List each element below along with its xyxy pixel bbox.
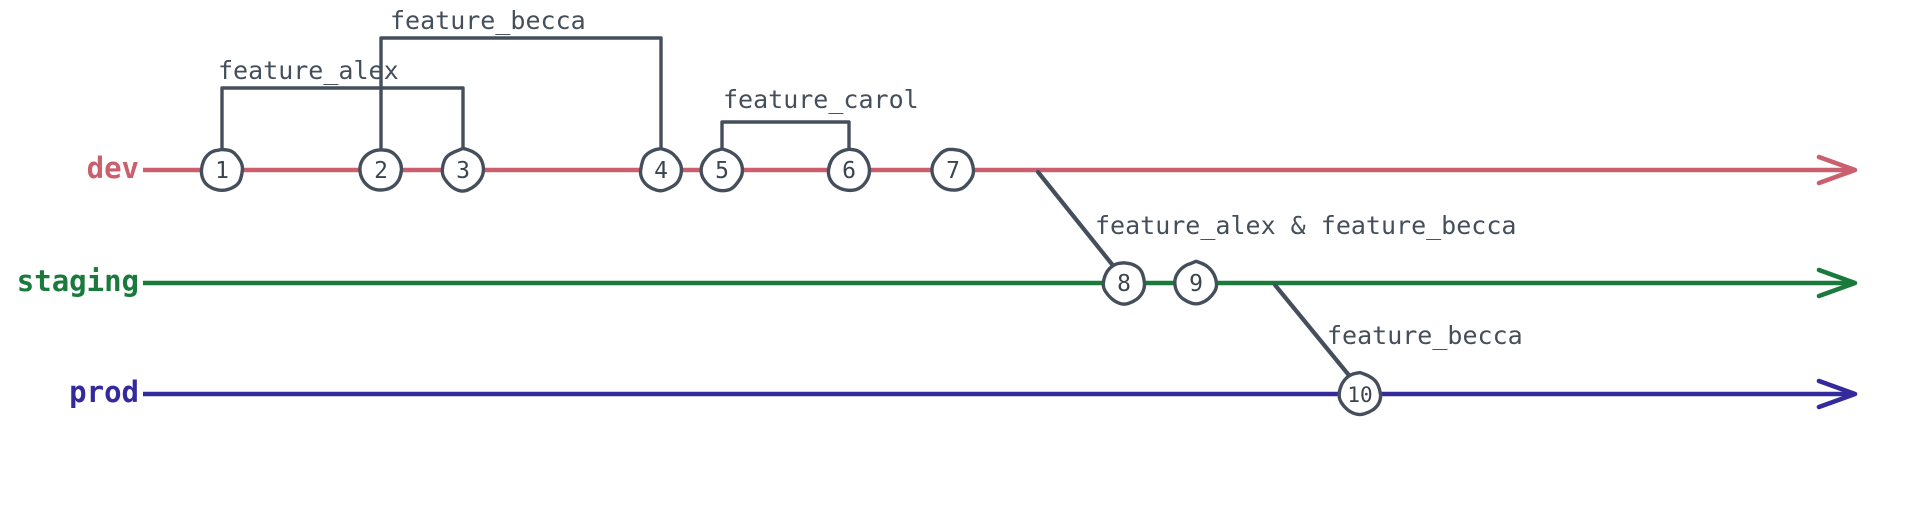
commit-node-10[interactable]: 10 <box>1337 370 1383 417</box>
feature-bracket-feature_alex: feature_alex <box>218 56 465 151</box>
commit-number-10: 10 <box>1347 383 1372 407</box>
merge-edge-label-1: feature_alex & feature_becca <box>1095 211 1516 240</box>
commit-circle-7 <box>930 147 976 192</box>
commit-number-5: 5 <box>715 158 729 184</box>
merge-edge-line-2 <box>1272 282 1355 382</box>
branch-arrowhead-prod <box>1816 378 1858 410</box>
feature-bracket-path-feature_alex <box>220 86 465 151</box>
commit-circle-3 <box>440 146 486 193</box>
branch-labels-group: dev staging prod <box>17 151 139 409</box>
commit-circle-8 <box>1101 261 1147 306</box>
branch-label-prod: prod <box>69 375 139 409</box>
commit-node-9[interactable]: 9 <box>1173 259 1219 306</box>
merge-edge-2: feature_becca <box>1272 282 1523 382</box>
commit-circle-1 <box>199 147 245 192</box>
commit-circle-5 <box>699 147 745 193</box>
commit-circle-4 <box>638 146 684 193</box>
branch-arrowhead-dev <box>1816 154 1858 186</box>
branch-line-prod <box>143 378 1858 410</box>
feature-bracket-label-feature_carol: feature_carol <box>723 85 919 114</box>
commit-number-3: 3 <box>456 158 470 184</box>
commit-circle-9 <box>1173 259 1219 306</box>
commit-node-5[interactable]: 5 <box>699 147 745 193</box>
commit-node-8[interactable]: 8 <box>1101 261 1147 306</box>
feature-bracket-label-feature_alex: feature_alex <box>218 56 399 85</box>
commit-number-2: 2 <box>374 158 388 184</box>
feature-bracket-feature_carol: feature_carol <box>720 85 919 151</box>
merge-edges-group: feature_alex & feature_becca feature_becc… <box>1035 169 1523 382</box>
merge-edge-line-1 <box>1035 169 1118 271</box>
commit-number-7: 7 <box>946 158 960 184</box>
commit-circle-6 <box>826 147 872 193</box>
branch-label-dev: dev <box>87 151 139 185</box>
branch-lines-group <box>143 154 1858 410</box>
commit-node-6[interactable]: 6 <box>826 147 872 193</box>
commit-number-1: 1 <box>215 158 229 184</box>
commit-circle-10 <box>1337 370 1383 417</box>
commit-number-8: 8 <box>1117 271 1131 297</box>
branch-line-staging <box>143 267 1858 299</box>
commit-circle-2 <box>358 148 404 192</box>
commit-node-4[interactable]: 4 <box>638 146 684 193</box>
feature-bracket-path-feature_carol <box>720 120 851 151</box>
feature-bracket-path-feature_becca <box>379 36 663 151</box>
commit-number-4: 4 <box>654 158 668 184</box>
branch-label-staging: staging <box>17 264 139 298</box>
commit-node-2[interactable]: 2 <box>358 148 404 192</box>
feature-bracket-feature_becca: feature_becca <box>379 6 663 151</box>
feature-brackets-group: feature_becca feature_alex feature_carol <box>218 6 919 151</box>
commit-node-3[interactable]: 3 <box>440 146 486 193</box>
commit-number-6: 6 <box>842 158 856 184</box>
branch-line-dev <box>143 154 1858 186</box>
merge-edge-1: feature_alex & feature_becca <box>1035 169 1516 271</box>
commit-nodes-group: 1 2 3 4 5 6 7 8 9 10 <box>199 146 1383 417</box>
commit-number-9: 9 <box>1189 271 1203 297</box>
commit-node-1[interactable]: 1 <box>199 147 245 192</box>
branch-arrowhead-staging <box>1816 267 1858 299</box>
feature-bracket-label-feature_becca: feature_becca <box>390 6 586 35</box>
merge-edge-label-2: feature_becca <box>1327 321 1523 350</box>
commit-node-7[interactable]: 7 <box>930 147 976 192</box>
